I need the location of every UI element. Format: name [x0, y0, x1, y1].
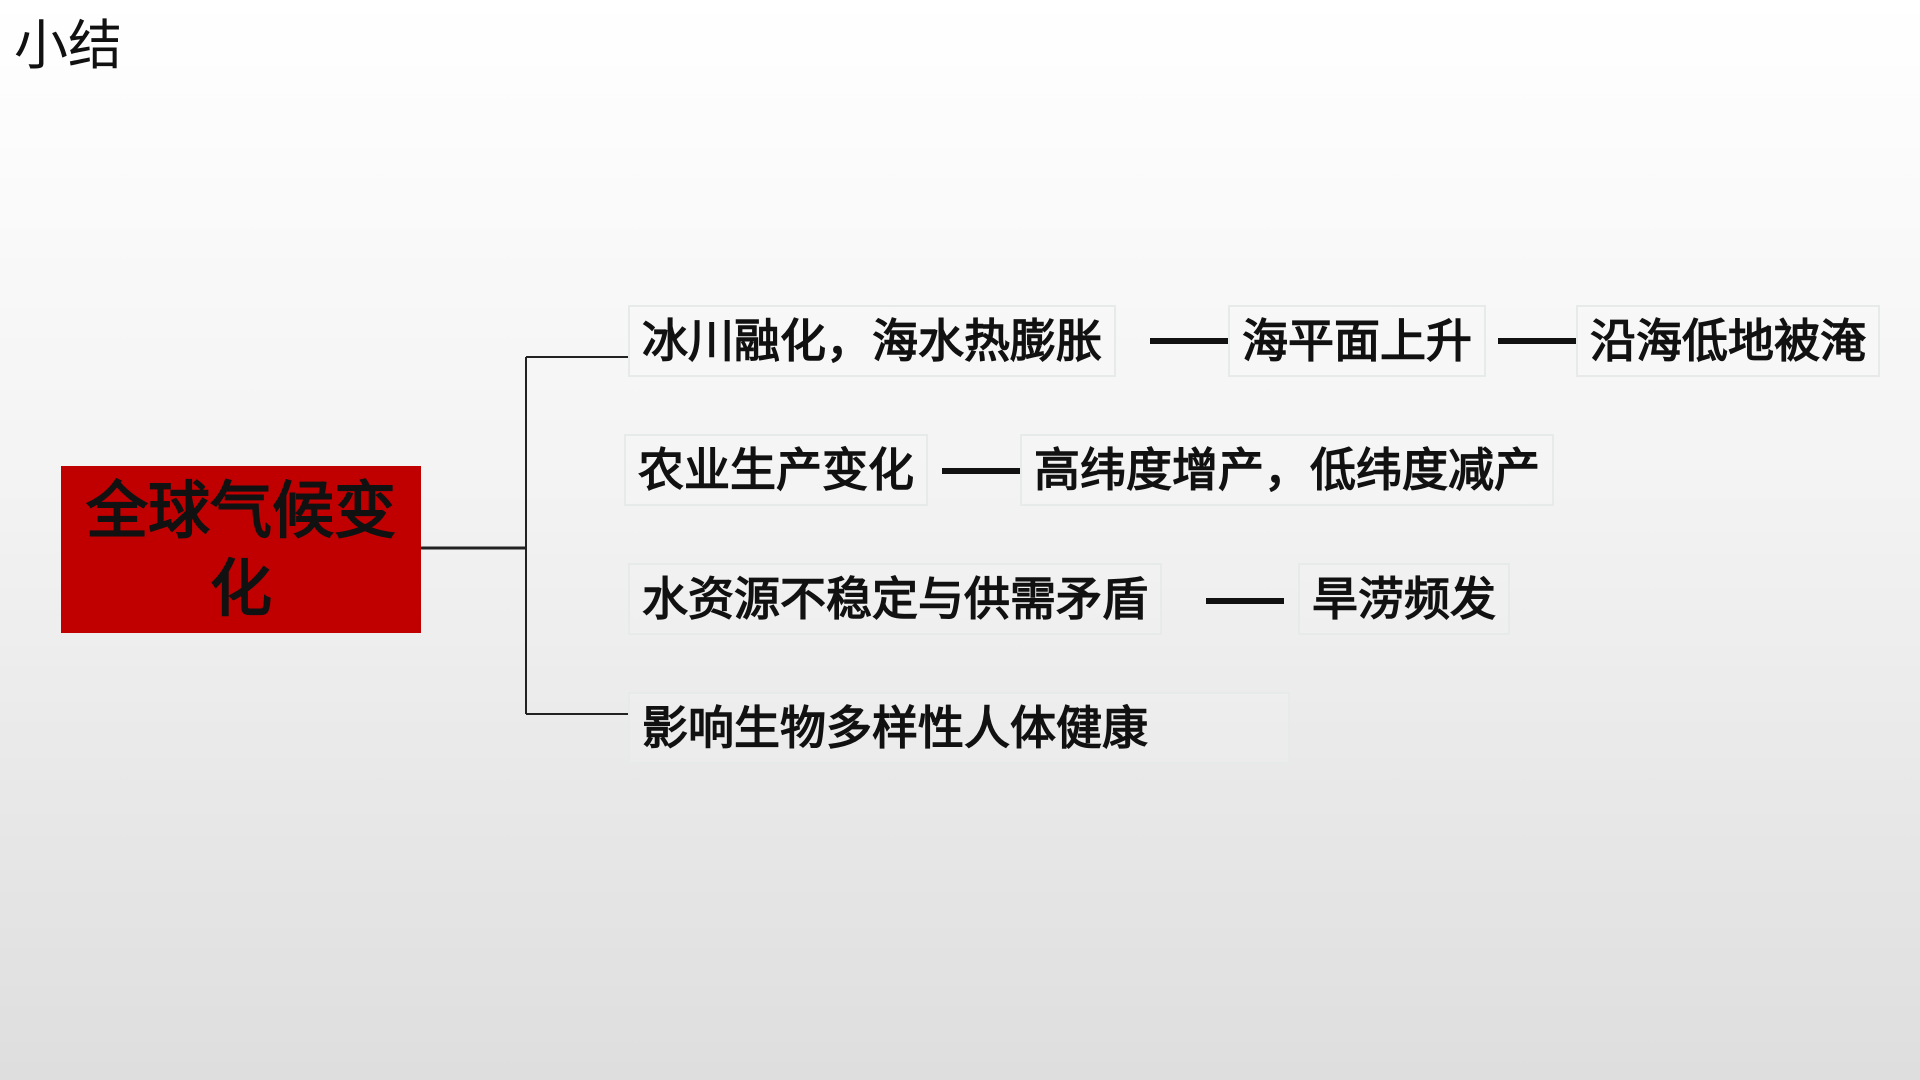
node-agriculture-change: 农业生产变化 — [624, 434, 928, 506]
arrow-dash — [942, 468, 1020, 474]
arrow-dash — [1150, 338, 1228, 344]
page-title: 小结 — [14, 14, 122, 77]
node-water-resources: 水资源不稳定与供需矛盾 — [628, 563, 1162, 635]
node-glacier-melting: 冰川融化，海水热膨胀 — [628, 305, 1116, 377]
node-sea-level-rise: 海平面上升 — [1228, 305, 1486, 377]
node-coastal-flooding: 沿海低地被淹 — [1576, 305, 1880, 377]
arrow-dash — [1498, 338, 1576, 344]
root-node: 全球气候变化 — [61, 466, 421, 633]
arrow-dash — [1206, 598, 1284, 604]
node-floods-droughts: 旱涝频发 — [1298, 563, 1510, 635]
node-yield-shift: 高纬度增产，低纬度减产 — [1020, 434, 1554, 506]
node-biodiversity-health: 影响生物多样性人体健康 — [628, 692, 1290, 764]
